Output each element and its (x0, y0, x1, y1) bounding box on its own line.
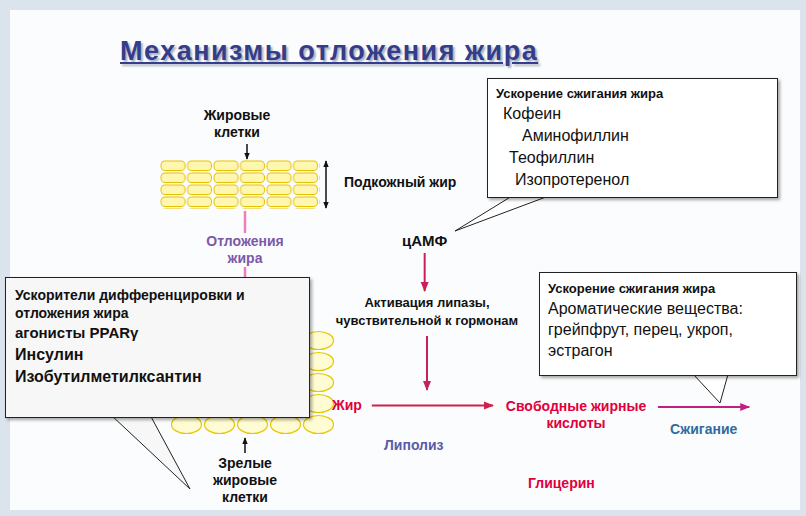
flow-text: цАМФ (400, 232, 449, 250)
diagram-label: Липолиз (384, 437, 444, 454)
flow-arrow (372, 405, 493, 407)
node-text: Активация липазы, чувствительной к гормо… (316, 294, 538, 330)
callout-heading: Ускорители дифференцировки и отложения ж… (15, 286, 247, 322)
flow-text: Свободные жирные кислоты (496, 398, 656, 432)
node-text: Изопротеренол (515, 169, 769, 191)
thickness-arrow (325, 161, 327, 208)
callout-box: Ускорение сжигания жираКофеинАминофиллин… (487, 78, 778, 198)
node-text: Кофеин (503, 103, 769, 125)
callout-box: Ускорители дифференцировки и отложения ж… (5, 277, 310, 418)
node-text: Ароматические вещества: грейпфрут, перец… (548, 298, 788, 361)
diagram-label: Отложения жира (190, 233, 300, 267)
node-text: Сжигание (670, 421, 737, 438)
node-text: Аминофиллин (522, 125, 769, 147)
flow-arrow (424, 253, 426, 291)
flow-text: Жир (330, 397, 364, 414)
fat-cells (160, 160, 320, 209)
callout-heading: Ускорение сжигания жира (548, 280, 788, 298)
diagram-label: Глицерин (528, 475, 595, 492)
diagram-label: Жировые клетки (187, 107, 287, 141)
node-text: Инсулин (15, 344, 300, 366)
leader-arrow (246, 144, 248, 159)
leader-arrow (244, 438, 246, 453)
slide-title: Механизмы отложения жира (120, 36, 538, 67)
flow-text: Активация липазы, чувствительной к гормо… (316, 294, 538, 330)
node-text: цАМФ (402, 232, 447, 250)
node-text: агонисты PPARγ (15, 322, 300, 344)
node-text: Изобутилметилксантин (15, 366, 300, 388)
callout-box: Ускорение сжигания жираАроматические вещ… (539, 272, 797, 376)
node-text: Жир (332, 397, 362, 414)
slide-ground (10, 10, 800, 510)
diagram-label: Подкожный жир (344, 174, 456, 191)
node-text: Теофиллин (509, 147, 769, 169)
lipase-arrow (426, 336, 428, 390)
node-text: Свободные жирные кислоты (496, 398, 656, 432)
flow-arrow (658, 406, 749, 408)
diagram-label: Зрелые жировые клетки (195, 455, 295, 506)
flow-text: Сжигание (668, 407, 739, 438)
callout-heading: Ускорение сжигания жира (496, 85, 769, 103)
